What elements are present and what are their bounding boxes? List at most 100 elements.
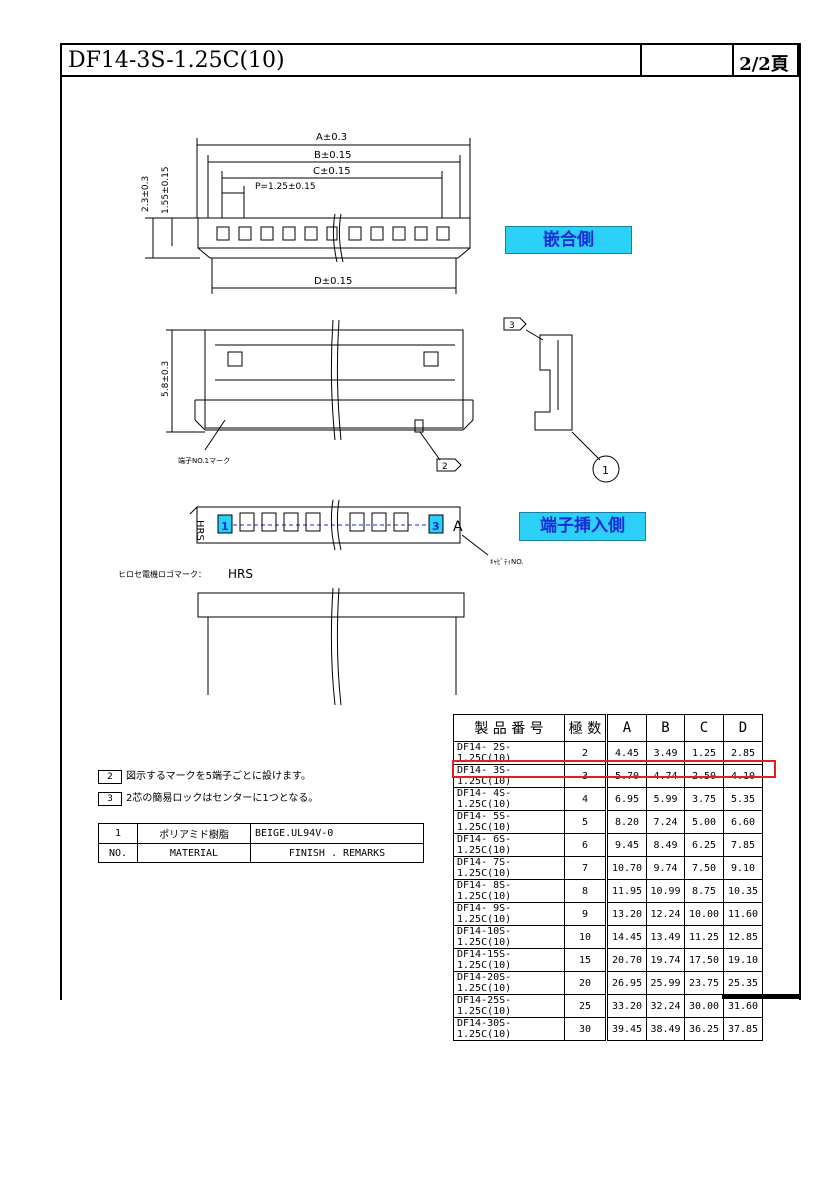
table-cell: 33.20 (605, 994, 647, 1018)
cavity-A-label: A (453, 519, 463, 535)
material-header-finish: FINISH . REMARKS (250, 843, 424, 863)
term-no1-mark-label: 端子NO.1マーク (178, 456, 230, 465)
table-cell: 13.49 (646, 925, 685, 949)
table-cell: 30.00 (684, 994, 724, 1018)
cavity-no-label: ｷｬﾋﾞﾃｨNO. (490, 558, 524, 566)
table-cell: 36.25 (684, 1017, 724, 1041)
table-cell: 4 (564, 787, 607, 811)
table-cell: 6.60 (723, 810, 763, 834)
table-cell: 8 (564, 879, 607, 903)
page-number: 2/2頁 (739, 54, 789, 75)
logo-mark: HRS (228, 567, 253, 581)
table-cell: 6.25 (684, 833, 724, 857)
note-2-number: 2 (98, 770, 122, 784)
table-cell: DF14-10S-1.25C(10) (453, 925, 565, 949)
dim-A-label: A±0.3 (316, 132, 347, 143)
lower-view (197, 587, 465, 706)
part-number-title: DF14-3S-1.25C(10) (68, 48, 285, 73)
note-3-number: 3 (98, 792, 122, 806)
note-3-text: 2芯の簡易ロックはセンターに1つとなる。 (126, 793, 319, 804)
table-cell: 20 (564, 971, 607, 995)
table-cell: DF14-25S-1.25C(10) (453, 994, 565, 1018)
table-cell: 12.85 (723, 925, 763, 949)
table-cell: 7.24 (646, 810, 685, 834)
table-cell: 7.50 (684, 856, 724, 880)
dim-h3-label: 5.8±0.3 (161, 361, 171, 397)
table-cell: 37.85 (723, 1017, 763, 1041)
table-cell: 25 (564, 994, 607, 1018)
table-cell: 25.35 (723, 971, 763, 995)
table-cell: 10 (564, 925, 607, 949)
terminal-side-view (189, 499, 489, 556)
table-cell: DF14- 6S-1.25C(10) (453, 833, 565, 857)
header-C: C (684, 714, 724, 742)
material-header-no: NO. (98, 843, 138, 863)
material-header-material: MATERIAL (137, 843, 251, 863)
table-cell: 30 (564, 1017, 607, 1041)
table-cell: 5.35 (723, 787, 763, 811)
terminal-side-label: 端子挿入側 (519, 512, 646, 541)
table-cell: 11.60 (723, 902, 763, 926)
dim-P-label: P=1.25±0.15 (255, 182, 316, 192)
table-cell: 9 (564, 902, 607, 926)
table-cell: DF14- 9S-1.25C(10) (453, 902, 565, 926)
note-3: 3 2芯の簡易ロックはセンターに1つとなる。 (98, 789, 318, 806)
table-cell: 9.74 (646, 856, 685, 880)
table-cell: 23.75 (684, 971, 724, 995)
table-cell: 26.95 (605, 971, 647, 995)
cavity-first-label: 1 (221, 520, 229, 533)
top-view (197, 213, 471, 263)
table-cell: DF14-30S-1.25C(10) (453, 1017, 565, 1041)
table-cell: 10.00 (684, 902, 724, 926)
table-cell: DF14- 4S-1.25C(10) (453, 787, 565, 811)
svg-text:1: 1 (602, 464, 609, 477)
table-cell: 7.85 (723, 833, 763, 857)
table-cell: 39.45 (605, 1017, 647, 1041)
callout-2: 2 (436, 458, 462, 472)
dim-h1-label: 2.3±0.3 (141, 176, 151, 212)
table-cell: 8.49 (646, 833, 685, 857)
connector-drawing: A±0.3 B±0.15 C±0.15 P=1.25±0.15 D±0.15 2… (118, 132, 620, 706)
material-header-row: NO. MATERIAL FINISH . REMARKS (98, 843, 424, 863)
dim-C-label: C±0.15 (313, 166, 351, 177)
table-cell: 20.70 (605, 948, 647, 972)
table-cell: DF14- 8S-1.25C(10) (453, 879, 565, 903)
logo-on-part: HRS (194, 520, 205, 541)
material-no: 1 (98, 823, 138, 844)
table-cell: 10.35 (723, 879, 763, 903)
frame-bottom-left (60, 975, 62, 1000)
material-table: 1 ポリアミド樹脂 BEIGE.UL94V-0 NO. MATERIAL FIN… (98, 823, 424, 863)
table-cell: 14.45 (605, 925, 647, 949)
dim-B-label: B±0.15 (314, 150, 352, 161)
header-pins: 極 数 (564, 714, 607, 742)
table-cell: 10.70 (605, 856, 647, 880)
table-cell: 3.75 (684, 787, 724, 811)
table-cell: 19.10 (723, 948, 763, 972)
table-cell: 5.99 (646, 787, 685, 811)
selected-row-highlight (452, 760, 776, 778)
table-cell: 10.99 (646, 879, 685, 903)
table-cell: 13.20 (605, 902, 647, 926)
table-cell: DF14- 7S-1.25C(10) (453, 856, 565, 880)
side-view: 3 1 (503, 317, 620, 483)
front-view (166, 319, 474, 461)
table-cell: 38.49 (646, 1017, 685, 1041)
table-cell: DF14-15S-1.25C(10) (453, 948, 565, 972)
dim-h2-label: 1.55±0.15 (161, 166, 171, 214)
title-blank-cell (640, 45, 734, 75)
dimension-lines (145, 138, 471, 294)
table-cell: 7 (564, 856, 607, 880)
table-cell: DF14-20S-1.25C(10) (453, 971, 565, 995)
svg-text:2: 2 (442, 462, 448, 472)
material-row: 1 ポリアミド樹脂 BEIGE.UL94V-0 (98, 823, 424, 844)
material-finish: BEIGE.UL94V-0 (250, 823, 424, 844)
